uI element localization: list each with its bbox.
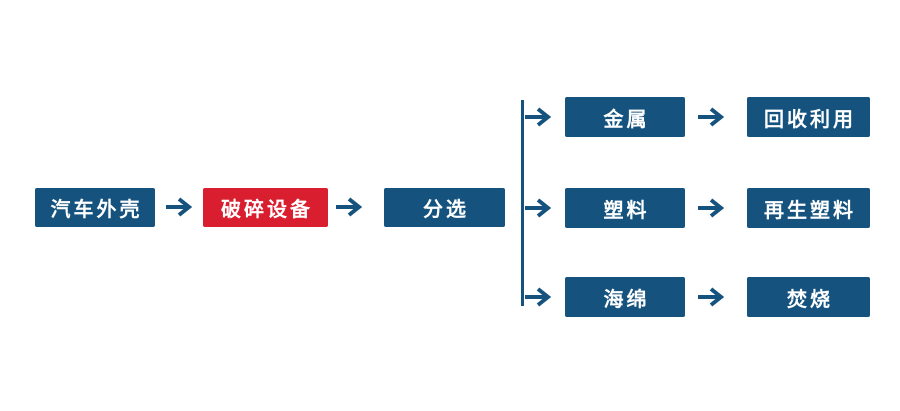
node-label: 回收利用: [764, 108, 856, 131]
node-sorting: 分选: [384, 188, 505, 227]
right-arrow-icon: [697, 107, 729, 127]
right-arrow-icon: [697, 198, 729, 218]
right-arrow-icon: [335, 197, 367, 217]
right-arrow-icon: [524, 198, 556, 218]
node-car-shell: 汽车外壳: [35, 188, 155, 227]
node-label: 再生塑料: [764, 199, 856, 222]
node-label: 塑料: [603, 199, 650, 222]
node-label: 海绵: [603, 288, 650, 311]
node-incineration: 焚烧: [747, 277, 870, 317]
right-arrow-icon: [697, 287, 729, 307]
node-plastic: 塑料: [565, 188, 685, 228]
node-recycled-plastic: 再生塑料: [747, 188, 870, 228]
node-label: 焚烧: [787, 288, 833, 311]
node-label: 分选: [423, 199, 469, 221]
node-label: 金属: [603, 108, 650, 131]
node-label: 汽车外壳: [50, 199, 143, 221]
node-shredder: 破碎设备: [203, 188, 328, 227]
node-metal: 金属: [565, 97, 685, 137]
right-arrow-icon: [524, 287, 556, 307]
node-label: 破碎设备: [221, 199, 313, 221]
node-sponge: 海绵: [565, 277, 685, 317]
branch-connector-line: [521, 100, 524, 306]
node-recycling: 回收利用: [747, 97, 870, 137]
right-arrow-icon: [165, 197, 197, 217]
right-arrow-icon: [524, 107, 556, 127]
